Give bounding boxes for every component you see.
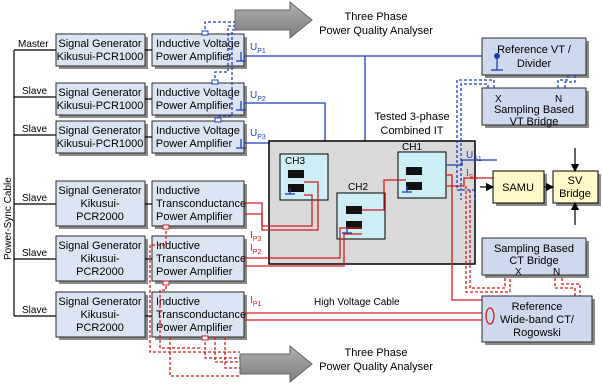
svg-text:CH3: CH3 bbox=[285, 156, 305, 167]
svg-text:Divider: Divider bbox=[517, 58, 552, 70]
svg-text:Power Amplifier: Power Amplifier bbox=[156, 100, 233, 112]
samu-box: SAMU bbox=[492, 170, 547, 206]
svg-text:Signal Generator: Signal Generator bbox=[58, 296, 141, 308]
svg-text:Rogowski: Rogowski bbox=[513, 327, 561, 339]
svg-text:Reference VT /: Reference VT / bbox=[497, 44, 572, 56]
analyser-top-arrow bbox=[234, 0, 313, 40]
analyser-top-title-1: Three Phase bbox=[345, 11, 408, 23]
analyser-bottom-title-2: Power Quality Analyser bbox=[319, 361, 433, 373]
svg-text:Inductive: Inductive bbox=[156, 185, 200, 197]
svg-text:X: X bbox=[515, 267, 522, 278]
voltage-amplifier-2: Inductive Voltage Power Amplifier bbox=[151, 82, 247, 118]
analyser-bottom-arrow bbox=[239, 344, 313, 384]
label-up3: UP3 bbox=[250, 128, 266, 141]
sampling-ct-bridge: Sampling Based CT Bridge X N bbox=[481, 237, 589, 278]
svg-text:Transconductance: Transconductance bbox=[156, 253, 246, 265]
power-sync-label: Power-Sync Cable bbox=[3, 177, 14, 260]
ground-icon bbox=[236, 52, 246, 149]
svg-text:N: N bbox=[555, 94, 562, 105]
label-ip2: IP2 bbox=[250, 243, 261, 256]
svg-text:Sampling Based: Sampling Based bbox=[494, 243, 574, 255]
svg-text:Power Amplifier: Power Amplifier bbox=[156, 266, 233, 278]
svg-text:Signal Generator: Signal Generator bbox=[58, 240, 141, 252]
svg-text:Kikusui-: Kikusui- bbox=[80, 253, 119, 265]
svg-text:Kikusui-: Kikusui- bbox=[80, 198, 119, 210]
label-ip3: IP3 bbox=[250, 230, 261, 243]
svg-text:Sampling Based: Sampling Based bbox=[494, 104, 574, 116]
svg-text:SV: SV bbox=[568, 175, 583, 187]
voltage-generator-1: Signal Generator Kikusui-PCR1000 bbox=[55, 33, 148, 69]
svg-text:Inductive: Inductive bbox=[156, 296, 200, 308]
svg-text:VT Bridge: VT Bridge bbox=[510, 116, 559, 128]
svg-text:CH1: CH1 bbox=[402, 142, 422, 153]
svg-text:Kikusui-PCR1000: Kikusui-PCR1000 bbox=[57, 51, 144, 63]
label-is1: IS1 bbox=[466, 168, 477, 181]
svg-text:Kikusui-: Kikusui- bbox=[80, 309, 119, 321]
role-slave-i3: Slave bbox=[22, 193, 47, 204]
svg-text:Power Amplifier: Power Amplifier bbox=[156, 322, 233, 334]
channel-ch2: CH2 bbox=[336, 182, 386, 240]
svg-text:N: N bbox=[553, 267, 560, 278]
label-up2: UP2 bbox=[250, 90, 266, 103]
svg-text:Signal Generator: Signal Generator bbox=[58, 125, 141, 137]
current-amplifier-3: Inductive Transconductance Power Amplifi… bbox=[151, 180, 247, 229]
analyser-bottom-title-1: Three Phase bbox=[345, 347, 408, 359]
role-slave-i1: Slave bbox=[22, 305, 47, 316]
svg-text:Inductive Voltage: Inductive Voltage bbox=[156, 87, 240, 99]
reference-ct-rogowski: Reference Wide-band CT/ Rogowski bbox=[481, 295, 595, 345]
voltage-amplifier-3: Inductive Voltage Power Amplifier bbox=[151, 120, 247, 156]
label-up1: UP1 bbox=[250, 42, 266, 55]
label-ip1: IP1 bbox=[250, 295, 261, 308]
svg-text:Power Amplifier: Power Amplifier bbox=[156, 51, 233, 63]
svg-text:Wide-band CT/: Wide-band CT/ bbox=[500, 314, 575, 326]
hv-cable-label: High Voltage Cable bbox=[314, 297, 400, 308]
svg-text:X: X bbox=[495, 94, 502, 105]
svg-text:Kikusui-PCR1000: Kikusui-PCR1000 bbox=[57, 100, 144, 112]
current-generator-3: Signal Generator Kikusui- PCR2000 bbox=[55, 180, 148, 229]
svg-text:PCR2000: PCR2000 bbox=[76, 266, 124, 278]
current-generator-1: Signal Generator Kikusui- PCR2000 bbox=[55, 291, 148, 340]
svg-text:Inductive: Inductive bbox=[156, 240, 200, 252]
sv-bridge-box: SV Bridge bbox=[552, 170, 601, 206]
svg-text:Signal Generator: Signal Generator bbox=[58, 87, 141, 99]
current-generator-2: Signal Generator Kikusui- PCR2000 bbox=[55, 235, 148, 284]
svg-text:Power Amplifier: Power Amplifier bbox=[156, 138, 233, 150]
channel-ch1: CH1 bbox=[397, 142, 447, 199]
svg-text:Combined IT: Combined IT bbox=[381, 125, 444, 137]
sampling-vt-bridge: X N Sampling Based VT Bridge bbox=[481, 87, 589, 128]
svg-text:Kikusui-PCR1000: Kikusui-PCR1000 bbox=[57, 138, 144, 150]
svg-text:PCR2000: PCR2000 bbox=[76, 322, 124, 334]
svg-text:Inductive Voltage: Inductive Voltage bbox=[156, 125, 240, 137]
svg-text:Inductive Voltage: Inductive Voltage bbox=[156, 38, 240, 50]
svg-text:Transconductance: Transconductance bbox=[156, 309, 246, 321]
role-master: Master bbox=[18, 39, 49, 50]
analyser-top-title-2: Power Quality Analyser bbox=[319, 25, 433, 37]
svg-text:Signal Generator: Signal Generator bbox=[58, 38, 141, 50]
current-amplifier-1: Inductive Transconductance Power Amplifi… bbox=[151, 291, 247, 340]
svg-text:Reference: Reference bbox=[512, 301, 563, 313]
role-slave-i2: Slave bbox=[22, 248, 47, 259]
svg-text:SAMU: SAMU bbox=[502, 182, 534, 194]
svg-text:Bridge: Bridge bbox=[559, 188, 591, 200]
svg-text:CH2: CH2 bbox=[348, 182, 368, 193]
svg-text:PCR2000: PCR2000 bbox=[76, 211, 124, 223]
svg-text:CT Bridge: CT Bridge bbox=[509, 255, 558, 267]
current-amplifier-2: Inductive Transconductance Power Amplifi… bbox=[151, 235, 247, 284]
role-slave-v2: Slave bbox=[22, 86, 47, 97]
svg-text:Power Amplifier: Power Amplifier bbox=[156, 211, 233, 223]
voltage-generator-3: Signal Generator Kikusui-PCR1000 bbox=[55, 120, 148, 156]
svg-text:Signal Generator: Signal Generator bbox=[58, 185, 141, 197]
channel-ch3: CH3 bbox=[279, 153, 329, 201]
voltage-amplifier-1: Inductive Voltage Power Amplifier bbox=[151, 33, 247, 69]
svg-text:Transconductance: Transconductance bbox=[156, 198, 246, 210]
svg-text:Tested 3-phase: Tested 3-phase bbox=[374, 111, 449, 123]
voltage-generator-2: Signal Generator Kikusui-PCR1000 bbox=[55, 82, 148, 118]
label-us1: US1 bbox=[466, 150, 482, 163]
role-slave-v3: Slave bbox=[22, 124, 47, 135]
